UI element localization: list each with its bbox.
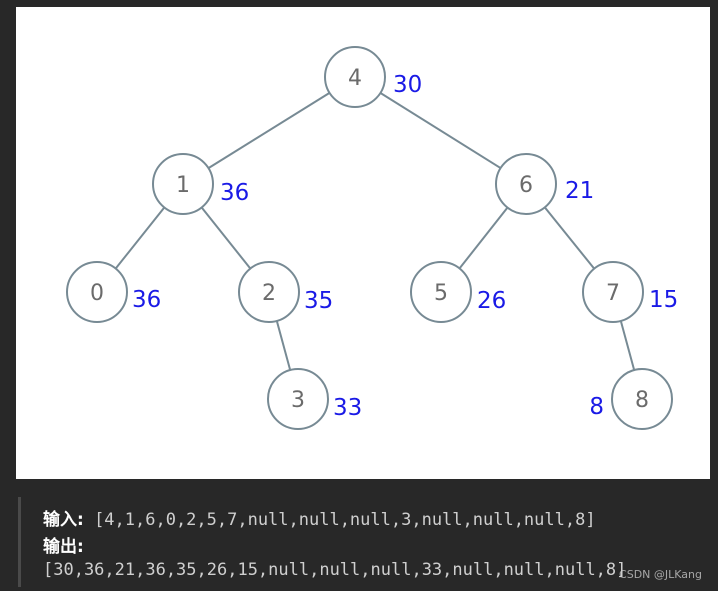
output-value: [30,36,21,36,35,26,15,null,null,null,33,… — [43, 560, 627, 580]
node-circle — [238, 261, 300, 323]
tree-edge — [619, 320, 636, 371]
node-circle — [410, 261, 472, 323]
node-value-label: 5 — [434, 281, 448, 306]
output-value-line: [30,36,21,36,35,26,15,null,null,null,33,… — [43, 560, 626, 580]
example-io-block: 输入: [4,1,6,0,2,5,7,null,null,null,3,null… — [18, 497, 711, 587]
node-sum-label: 21 — [565, 178, 594, 204]
node-value-label: 7 — [606, 281, 620, 306]
node-value-label: 6 — [519, 173, 533, 198]
tree-node-5: 5 26 — [410, 261, 506, 323]
tree-edge — [379, 92, 502, 169]
node-sum-label: 26 — [477, 288, 506, 314]
tree-node-4: 4 30 — [324, 46, 422, 108]
node-circle — [582, 261, 644, 323]
node-circle — [611, 368, 673, 430]
input-value: [4,1,6,0,2,5,7,null,null,null,3,null,nul… — [94, 510, 596, 530]
node-sum-label: 36 — [220, 180, 249, 206]
node-sum-label: 35 — [304, 288, 333, 314]
tree-node-6: 6 21 — [495, 153, 594, 215]
node-sum-label: 33 — [333, 395, 362, 421]
tree-edge — [207, 91, 331, 170]
tree-node-2: 2 35 — [238, 261, 333, 323]
tree-node-7: 7 15 — [582, 261, 678, 323]
input-line: 输入: [4,1,6,0,2,5,7,null,null,null,3,null… — [43, 505, 596, 530]
node-circle — [152, 153, 214, 215]
tree-edge — [544, 206, 595, 270]
output-label: 输出: — [43, 537, 84, 557]
node-circle — [495, 153, 557, 215]
tree-edge — [275, 320, 292, 371]
node-value-label: 8 — [635, 388, 649, 413]
tree-node-1: 1 36 — [152, 153, 249, 215]
tree-edge — [114, 206, 166, 270]
node-value-label: 1 — [176, 173, 190, 198]
output-line: 输出: — [43, 532, 84, 557]
node-circle — [66, 261, 128, 323]
tree-edge — [200, 206, 252, 270]
node-sum-label: 8 — [589, 394, 604, 420]
watermark: CSDN @JLKang — [619, 568, 702, 581]
node-value-label: 4 — [348, 66, 362, 91]
node-circle — [267, 368, 329, 430]
node-value-label: 2 — [262, 281, 276, 306]
node-circle — [324, 46, 386, 108]
tree-node-0: 0 36 — [66, 261, 161, 323]
node-sum-label: 30 — [393, 72, 422, 98]
node-value-label: 0 — [90, 281, 104, 306]
tree-node-8: 88 — [589, 368, 673, 430]
node-sum-label: 36 — [132, 287, 161, 313]
node-sum-label: 15 — [649, 287, 678, 313]
node-value-label: 3 — [291, 388, 305, 413]
tree-edge — [458, 206, 509, 270]
input-label: 输入: — [43, 510, 84, 530]
